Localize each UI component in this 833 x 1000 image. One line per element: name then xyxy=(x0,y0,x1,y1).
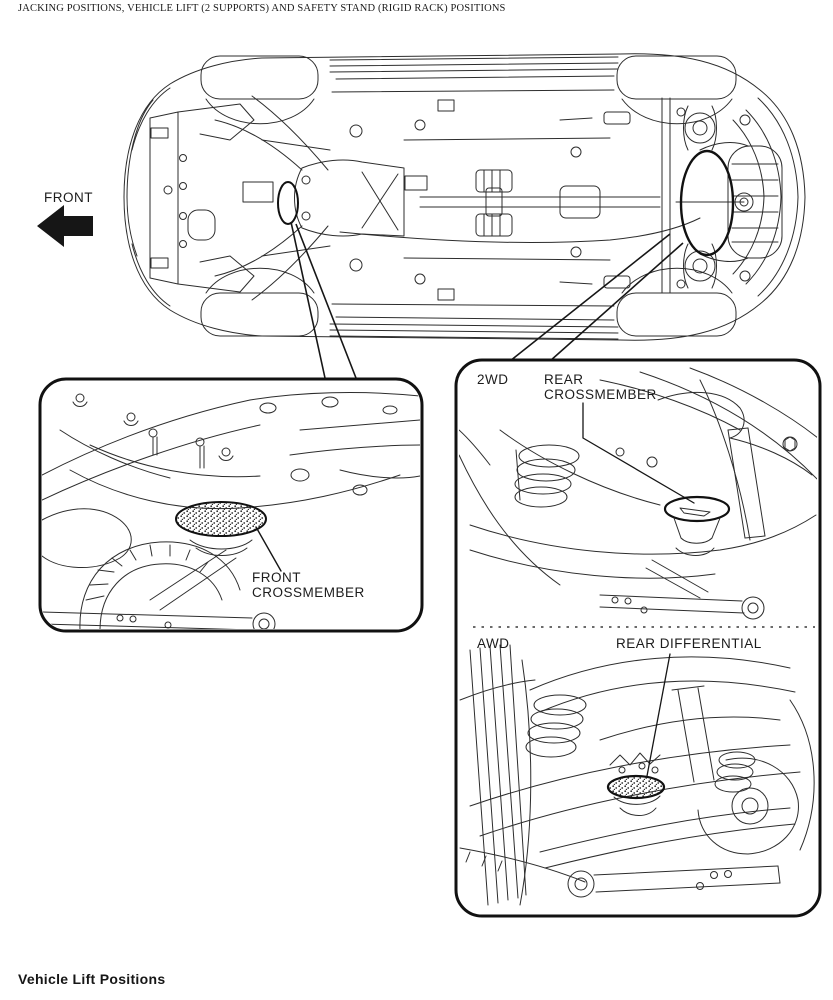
front-lower-wheel xyxy=(200,267,319,337)
front-crossmember-callout xyxy=(38,377,424,633)
front-crossmember-label-line1: FRONT xyxy=(252,570,301,585)
rear-2wd-jack xyxy=(599,559,765,620)
front-crossmember-label: FRONT CROSSMEMBER xyxy=(252,570,365,600)
front-upper-wheel xyxy=(200,55,319,125)
rear-lift-point-marker xyxy=(679,149,735,257)
front-lift-pad-marker xyxy=(175,501,267,537)
front-lift-point-marker xyxy=(277,181,299,225)
rear-callout-border xyxy=(454,358,822,918)
rear-2wd-label-leader xyxy=(582,402,695,504)
front-subframe xyxy=(261,124,405,272)
rear-2wd-lift-point-marker xyxy=(663,495,731,523)
front-jack-stand xyxy=(42,549,276,629)
rear-2wd-drawing xyxy=(459,367,817,620)
rear-lower-wheel xyxy=(616,267,737,337)
rear-callout xyxy=(454,358,822,918)
car-underside-diagram xyxy=(123,53,806,341)
rear-crossmember-label-line2: CROSSMEMBER xyxy=(544,386,657,402)
page-title: JACKING POSITIONS, VEHICLE LIFT (2 SUPPO… xyxy=(18,3,506,14)
variant-label-2wd: 2WD xyxy=(477,372,509,387)
rear-awd-label-leader xyxy=(646,653,671,777)
front-direction-label: FRONT xyxy=(44,190,93,205)
rear-underbody-details xyxy=(661,97,783,294)
rear-differential-label: REAR DIFFERENTIAL xyxy=(616,636,762,651)
mid-underbody xyxy=(331,89,701,307)
variant-label-awd: AWD xyxy=(477,636,510,651)
rear-crossmember-label-line1: REAR xyxy=(544,372,584,387)
rear-awd-jack xyxy=(567,865,781,898)
front-label-leader xyxy=(255,526,282,572)
side-sills xyxy=(329,56,619,340)
front-crossmember-drawing xyxy=(42,392,420,629)
rear-awd-lift-point-marker xyxy=(606,774,666,800)
front-crossmember-label-line2: CROSSMEMBER xyxy=(252,584,365,600)
rear-crossmember-label: REAR CROSSMEMBER xyxy=(544,372,657,402)
rear-awd-drawing xyxy=(459,644,815,906)
section-heading: Vehicle Lift Positions xyxy=(18,971,166,987)
front-arrow-icon xyxy=(37,205,93,247)
rear-upper-wheel xyxy=(616,55,737,125)
callout-leader-lines xyxy=(290,221,684,379)
